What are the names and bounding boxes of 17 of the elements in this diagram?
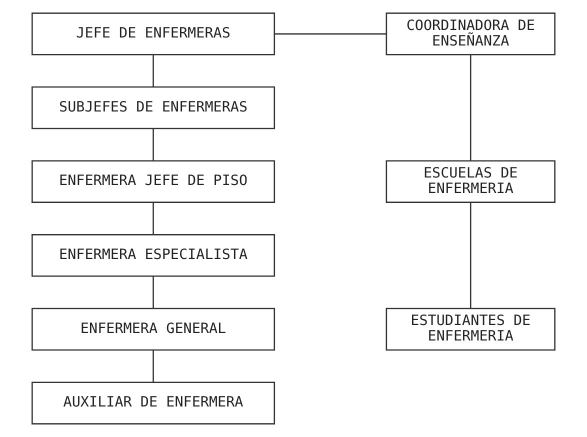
connector bbox=[470, 202, 472, 308]
connector bbox=[152, 276, 154, 308]
node-box: ENFERMERA ESPECIALISTA bbox=[32, 234, 276, 277]
node-box: ENFERMERA GENERAL bbox=[32, 308, 276, 351]
connector bbox=[152, 128, 154, 161]
connector bbox=[152, 54, 154, 88]
connector bbox=[152, 202, 154, 235]
node-box: ENFERMERA JEFE DE PISO bbox=[32, 160, 276, 203]
connector bbox=[152, 350, 154, 382]
node-box: COORDINADORA DE ENSEÑANZA bbox=[386, 12, 556, 56]
node-box: SUBJEFES DE ENFERMERAS bbox=[32, 86, 276, 130]
node-box: AUXILIAR DE ENFERMERA bbox=[32, 382, 276, 424]
connector bbox=[470, 54, 472, 161]
node-box: ESCUELAS DE ENFERMERIA bbox=[386, 160, 556, 203]
node-box: JEFE DE ENFERMERAS bbox=[32, 12, 276, 56]
connector bbox=[274, 33, 386, 35]
node-box: ESTUDIANTES DE ENFERMERIA bbox=[386, 308, 556, 351]
